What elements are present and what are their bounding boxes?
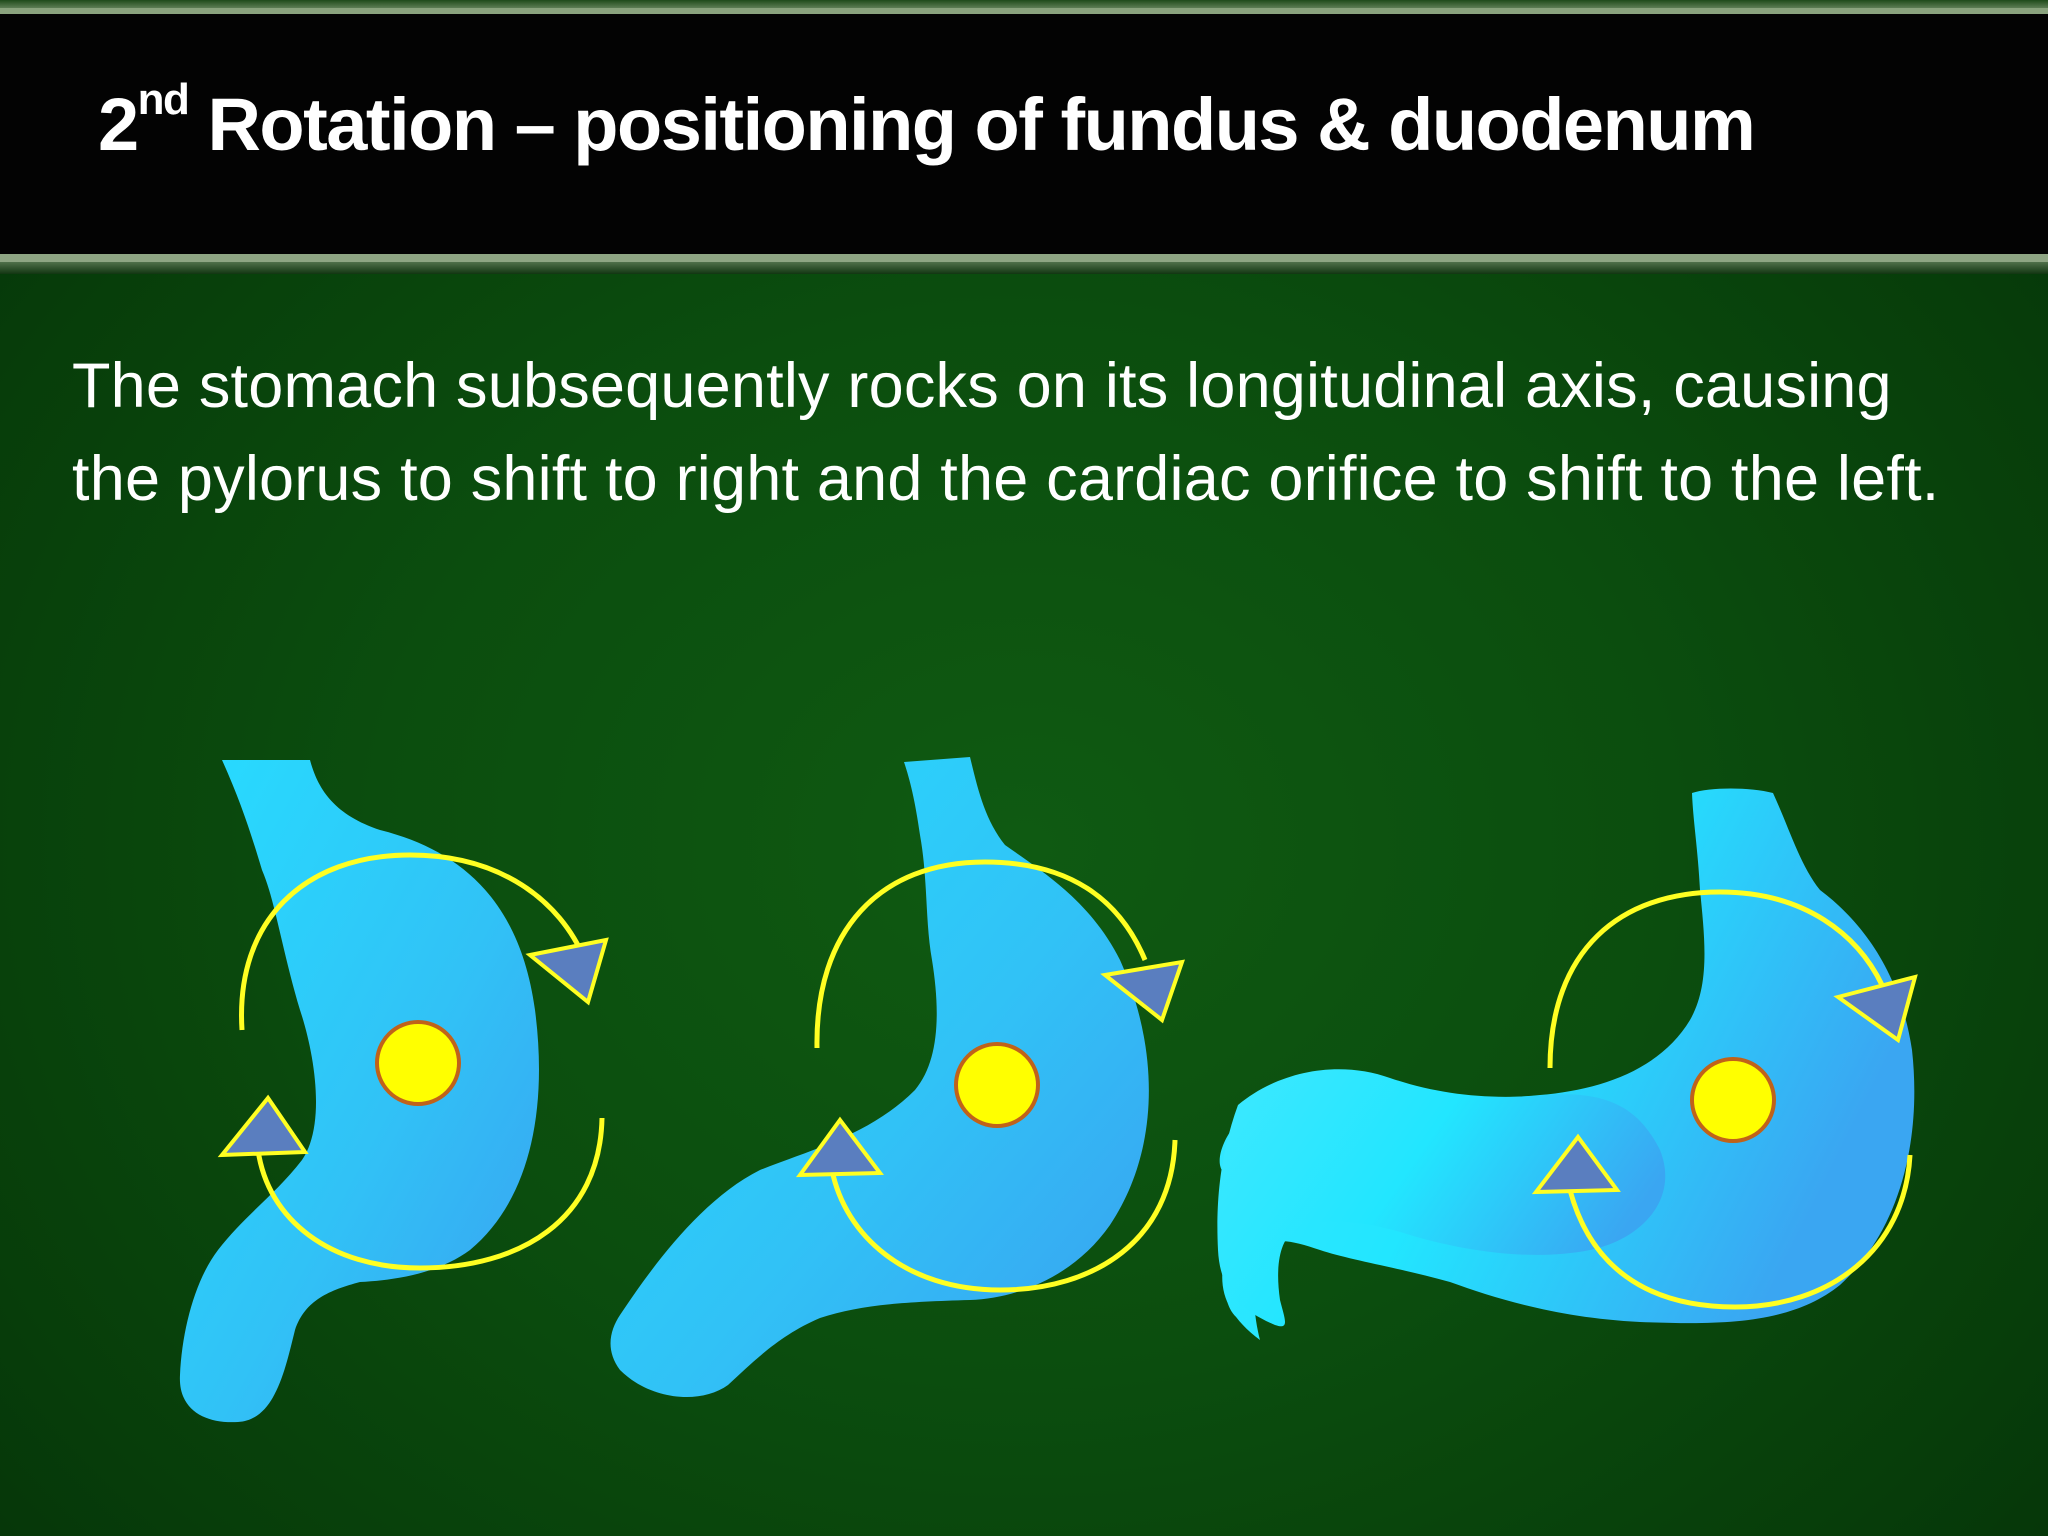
stomach-icon xyxy=(610,757,1149,1397)
rotation-arc-icon xyxy=(1547,889,1885,1069)
stomach-icon xyxy=(1219,788,1915,1340)
rotation-arc-icon xyxy=(255,1117,605,1271)
title-bar xyxy=(0,0,2048,274)
arrowhead-icon xyxy=(525,937,609,1006)
arrowhead-icon xyxy=(1833,974,1918,1044)
axis-point-icon xyxy=(1690,1057,1776,1143)
rotation-arc-icon xyxy=(814,859,1148,1049)
rotation-arc-icon xyxy=(1567,1154,1913,1310)
arrowhead-icon xyxy=(795,1116,884,1178)
title-superscript: nd xyxy=(137,75,190,124)
axis-point-icon xyxy=(375,1020,461,1106)
title-prefix: 2 xyxy=(98,83,139,166)
slide-title: 2nd Rotation – positioning of fundus & d… xyxy=(98,78,1756,162)
rotation-arc-icon xyxy=(239,852,588,1031)
stage-2 xyxy=(610,757,1185,1397)
axis-point-icon xyxy=(954,1042,1040,1128)
arrowhead-icon xyxy=(217,1094,309,1158)
stomach-icon xyxy=(1217,1069,1666,1327)
stage-3 xyxy=(1217,788,1918,1340)
stage-1 xyxy=(179,760,609,1423)
body-text: The stomach subsequently rocks on its lo… xyxy=(72,351,1940,514)
arrowhead-icon xyxy=(1100,959,1185,1024)
title-main: Rotation – positioning of fundus & duode… xyxy=(188,83,1755,166)
stomach-icon xyxy=(179,760,539,1423)
rotation-arc-icon xyxy=(829,1139,1178,1293)
arrowhead-icon xyxy=(1531,1133,1621,1195)
